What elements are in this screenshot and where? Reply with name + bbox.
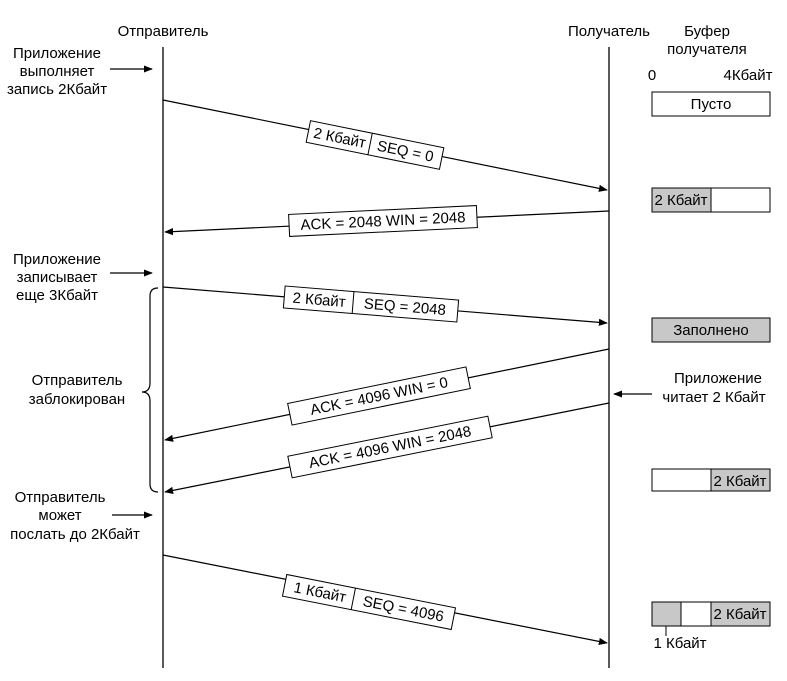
- note-app-write-2k: Приложение выполняет запись 2Кбайт: [7, 45, 153, 98]
- note-app-write-3k: Приложение записывает еще 3Кбайт: [13, 251, 153, 304]
- buffer-1k-note: 1 Кбайт: [653, 635, 706, 652]
- svg-text:Приложение: Приложение: [674, 370, 762, 387]
- svg-text:Приложение: Приложение: [13, 251, 101, 268]
- svg-text:запись 2Кбайт: запись 2Кбайт: [7, 81, 107, 98]
- sender-header: Отправитель: [118, 23, 209, 40]
- buffer-header-line1: Буфер: [684, 23, 730, 40]
- buffer-state-full: Заполнено: [651, 317, 771, 343]
- svg-text:SEQ = 2048: SEQ = 2048: [363, 295, 446, 319]
- note-sender-blocked: Отправитель заблокирован: [29, 287, 159, 493]
- svg-text:Отправитель: Отправитель: [15, 489, 106, 506]
- receiver-header: Получатель: [568, 23, 650, 40]
- svg-text:может: может: [38, 507, 81, 524]
- buffer-header-line2: получателя: [667, 41, 747, 58]
- segment-label-1: 2 Кбайт SEQ = 0: [305, 120, 445, 170]
- buffer-state-2k-tail: 2 Кбайт: [651, 468, 771, 492]
- ack-label-3: ACK = 4096 WIN = 2048: [287, 415, 493, 479]
- svg-text:2 Кбайт: 2 Кбайт: [713, 473, 766, 490]
- svg-text:Заполнено: Заполнено: [673, 322, 749, 339]
- svg-text:заблокирован: заблокирован: [29, 391, 125, 408]
- note-sender-can-send: Отправитель может послать до 2Кбайт: [10, 489, 153, 543]
- svg-text:послать до 2Кбайт: послать до 2Кбайт: [10, 526, 140, 543]
- ack-label-2: ACK = 4096 WIN = 0: [287, 366, 471, 426]
- svg-text:Пусто: Пусто: [691, 96, 732, 113]
- buffer-state-empty: Пусто: [651, 91, 771, 117]
- svg-text:читает 2 Кбайт: читает 2 Кбайт: [662, 389, 765, 406]
- svg-text:2 Кбайт: 2 Кбайт: [654, 192, 707, 209]
- svg-text:записывает: записывает: [17, 269, 98, 286]
- buffer-scale-min: 0: [648, 67, 656, 84]
- svg-text:Приложение: Приложение: [13, 45, 101, 62]
- buffer-state-3k: 2 Кбайт 1 Кбайт: [651, 601, 771, 652]
- buffer-state-2k: 2 Кбайт: [651, 187, 771, 213]
- svg-text:2 Кбайт: 2 Кбайт: [713, 606, 766, 623]
- svg-text:выполняет: выполняет: [20, 63, 95, 80]
- ack-label-1: ACK = 2048 WIN = 2048: [288, 205, 478, 237]
- buffer-scale-max: 4Кбайт: [724, 67, 773, 84]
- note-app-read-2k: Приложение читает 2 Кбайт: [613, 370, 766, 406]
- segment-label-3: 1 Кбайт SEQ = 4096: [281, 573, 457, 631]
- svg-text:2 Кбайт: 2 Кбайт: [292, 290, 346, 311]
- blocked-brace: [141, 287, 159, 493]
- segment-label-2: 2 Кбайт SEQ = 2048: [282, 285, 460, 323]
- svg-text:Отправитель: Отправитель: [32, 372, 123, 389]
- svg-text:еще 3Кбайт: еще 3Кбайт: [16, 287, 98, 304]
